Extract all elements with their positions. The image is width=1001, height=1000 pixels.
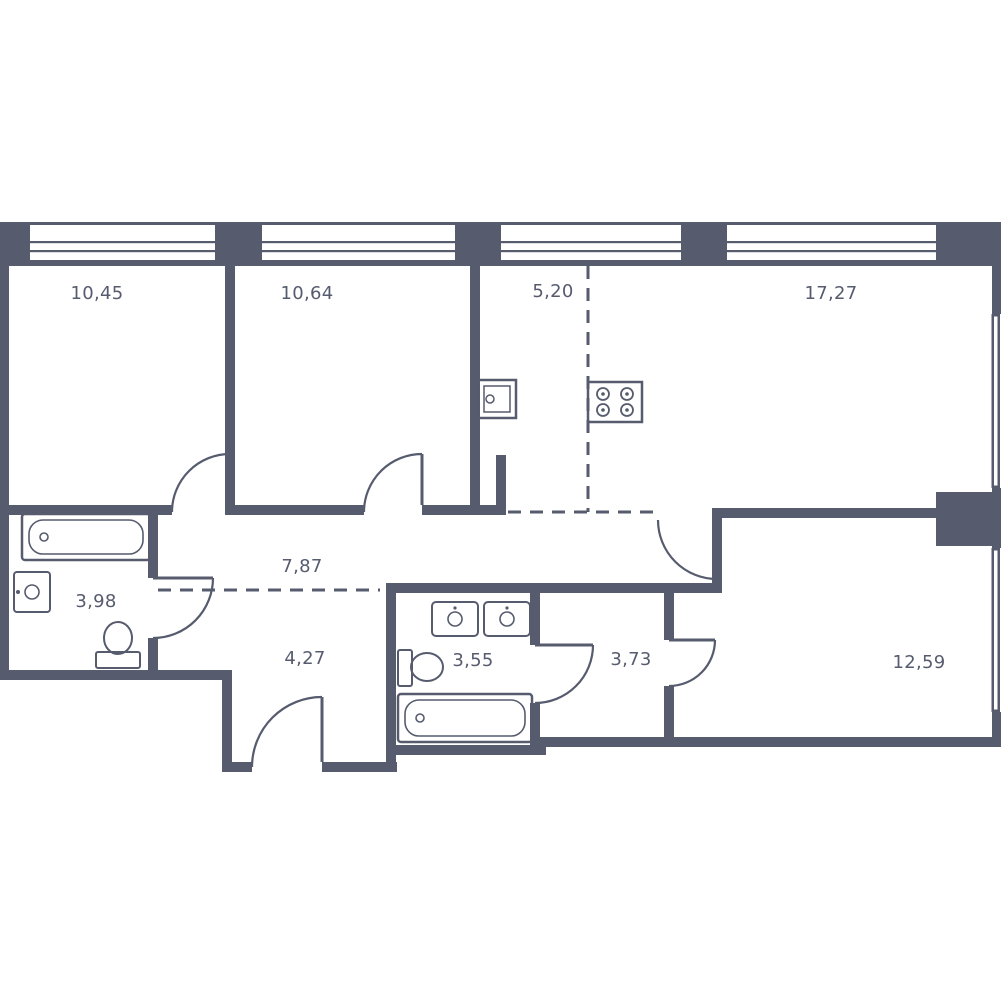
room-area-label: 10,64	[280, 283, 333, 304]
column	[681, 222, 727, 266]
window-icon	[30, 241, 936, 253]
room-area-label: 17,27	[804, 283, 857, 304]
room-area-label: 3,55	[452, 650, 493, 671]
door-icon	[170, 452, 231, 513]
kitchen-sink-icon	[476, 378, 518, 420]
room-area-label: 3,98	[75, 591, 116, 612]
interior-walls	[0, 262, 1001, 772]
doors	[152, 452, 718, 768]
door-icon	[152, 576, 215, 640]
room-area-label: 3,73	[610, 649, 651, 670]
entrance-door-icon	[250, 695, 324, 768]
room-area-label: 4,27	[284, 648, 325, 669]
room-area-label: 5,20	[532, 281, 573, 302]
washbasin-icon	[13, 571, 51, 613]
room-area-label: 7,87	[281, 556, 322, 577]
fixtures	[13, 378, 644, 744]
toilet-icon	[95, 621, 141, 669]
column	[455, 222, 501, 266]
door-icon	[668, 638, 717, 688]
bathtub-icon	[20, 512, 152, 562]
room-area-label: 10,45	[70, 283, 123, 304]
door-icon	[362, 452, 424, 513]
window-icon	[991, 314, 1000, 712]
door-icon	[534, 643, 595, 705]
column	[215, 222, 262, 266]
room-labels: 10,45 10,64 5,20 17,27 7,87 3,98 4,27 3,…	[70, 281, 945, 673]
column	[936, 492, 1001, 546]
column	[936, 222, 1001, 266]
top-wall	[0, 222, 1001, 266]
room-area-label: 12,59	[892, 652, 945, 673]
door-icon	[656, 519, 718, 581]
bathtub-icon	[396, 692, 534, 744]
outer-walls	[0, 222, 1001, 772]
double-washbasin-icon	[431, 601, 531, 637]
toilet-icon	[397, 649, 444, 687]
stove-icon	[586, 380, 644, 424]
